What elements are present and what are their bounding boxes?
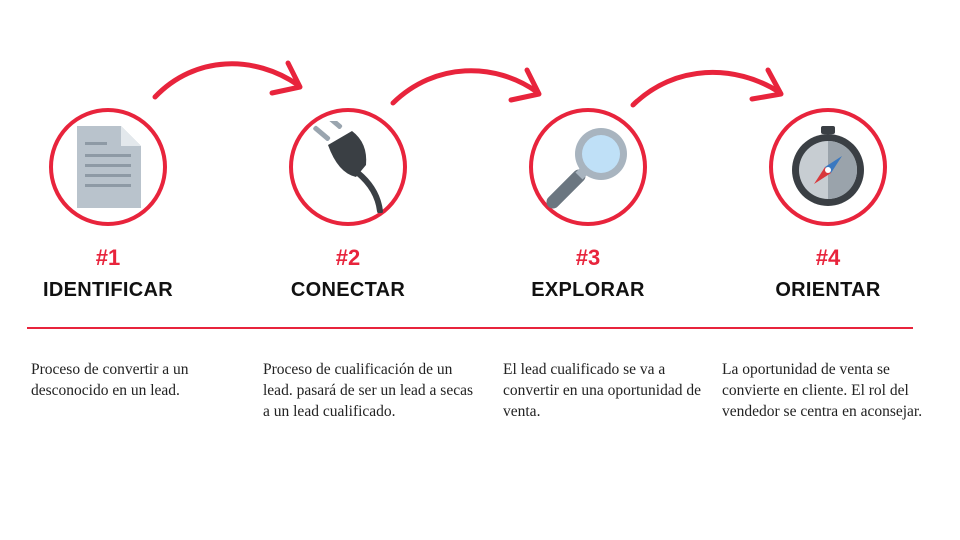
- step-1-circle: [49, 108, 167, 226]
- magnifier-icon: [546, 128, 627, 209]
- step-1-description: Proceso de convertir a un desconocido en…: [31, 361, 189, 399]
- flow-arrow-2-3: [390, 68, 540, 106]
- divider-line: [27, 327, 913, 329]
- step-3-title: EXPLORAR: [531, 279, 645, 301]
- step-1-number: #1: [95, 245, 121, 270]
- step-4-title: ORIENTAR: [775, 279, 881, 301]
- flow-arrow-3-4: [630, 69, 782, 108]
- flow-arrow-head-3-4: [749, 67, 784, 102]
- plug-icon: [313, 121, 383, 213]
- document-icon: [77, 126, 141, 208]
- flow-arrow-head-1-2: [269, 60, 303, 96]
- step-4-number: #4: [815, 245, 841, 270]
- step-2-circle: [289, 108, 407, 226]
- step-2-number: #2: [335, 245, 361, 270]
- step-2-title: CONECTAR: [290, 279, 406, 301]
- step-3-number: #3: [575, 245, 601, 270]
- step-3-description: El lead cualificado se va a convertir en…: [503, 361, 701, 420]
- flow-arrow-1-2: [152, 61, 301, 100]
- flow-arrow-head-2-3: [508, 67, 542, 103]
- step-1-title: IDENTIFICAR: [43, 279, 173, 301]
- step-2-description: Proceso de cualificación de un lead. pas…: [263, 361, 473, 420]
- step-4-description: La oportunidad de venta se convierte en …: [722, 361, 923, 420]
- step-3-circle: [529, 108, 647, 226]
- compass-icon: [792, 126, 864, 206]
- step-4-circle: [769, 108, 887, 226]
